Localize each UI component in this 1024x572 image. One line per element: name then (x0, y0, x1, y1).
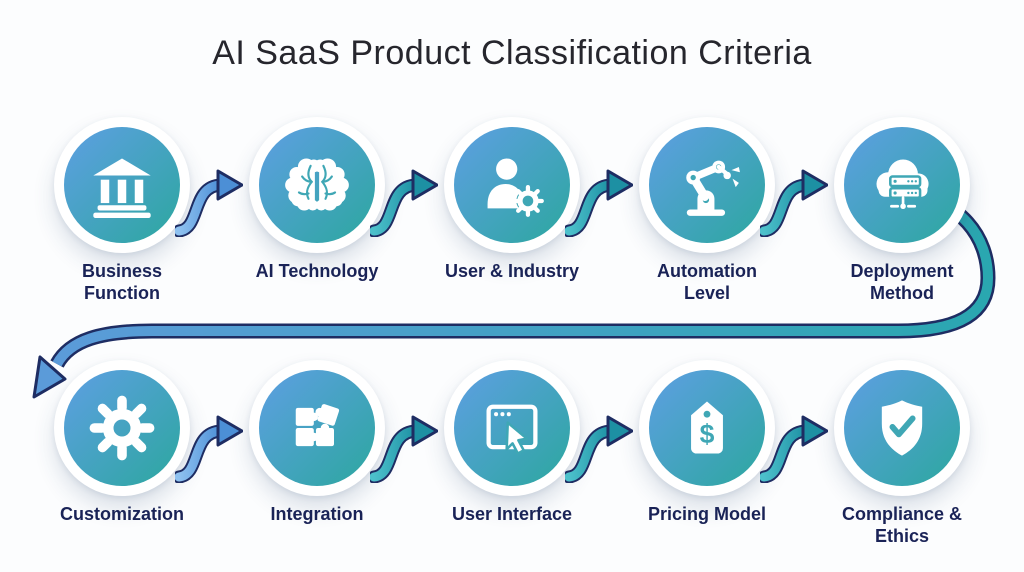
item-customization: Customization (27, 360, 217, 526)
circle-badge (444, 117, 580, 253)
circle-badge (834, 117, 970, 253)
flow-arrow (760, 415, 828, 483)
item-label: Integration (270, 504, 364, 524)
circle-badge (444, 360, 580, 496)
flow-arrow (760, 169, 828, 237)
circle-badge (249, 117, 385, 253)
circle-badge (639, 117, 775, 253)
dollar-glyph: $ (700, 419, 715, 449)
circle-badge (54, 117, 190, 253)
page-title: AI SaaS Product Classification Criteria (212, 34, 812, 72)
item-integration: Integration (222, 360, 412, 526)
item-label: AI Technology (255, 261, 379, 281)
item-automation-level: Automation Level (612, 117, 802, 305)
item-compliance-ethics: Compliance & Ethics (807, 360, 997, 548)
puzzle-icon (295, 404, 340, 447)
item-user-industry: User & Industry (417, 117, 607, 283)
shield-check-icon (881, 400, 923, 456)
robot-arm-icon (686, 160, 740, 216)
circle-badge (54, 360, 190, 496)
flow-arrow (565, 169, 633, 237)
item-label: User Interface (451, 504, 573, 524)
circle-badge (834, 360, 970, 496)
circle-badge: $ (639, 360, 775, 496)
item-label: Deployment Method (850, 261, 954, 303)
wrap-arrowhead (32, 355, 67, 399)
browser-cursor-icon (486, 404, 538, 455)
item-deployment-method: Deployment Method (807, 117, 997, 305)
item-label: Automation Level (657, 261, 757, 303)
item-label: Business Function (81, 261, 163, 303)
item-user-interface: User Interface (417, 360, 607, 526)
item-ai-technology: AI Technology (222, 117, 412, 283)
bank-icon (93, 158, 151, 218)
gear-icon (89, 395, 155, 461)
flow-arrow (370, 169, 438, 237)
circle-badge (249, 360, 385, 496)
item-business-function: Business Function (27, 117, 217, 305)
cloud-server-icon (876, 159, 929, 210)
item-label: Pricing Model (647, 504, 766, 524)
user-gear-icon (487, 158, 544, 217)
item-pricing-model: $ Pricing Model (612, 360, 802, 526)
item-label: User & Industry (444, 261, 580, 281)
brain-icon (285, 158, 349, 211)
flow-arrow (370, 415, 438, 483)
item-label: Compliance & Ethics (841, 504, 963, 546)
item-label: Customization (60, 504, 184, 524)
price-tag-icon: $ (691, 401, 723, 454)
flow-arrow (565, 415, 633, 483)
flow-arrow (175, 415, 243, 483)
flow-arrow (175, 169, 243, 237)
